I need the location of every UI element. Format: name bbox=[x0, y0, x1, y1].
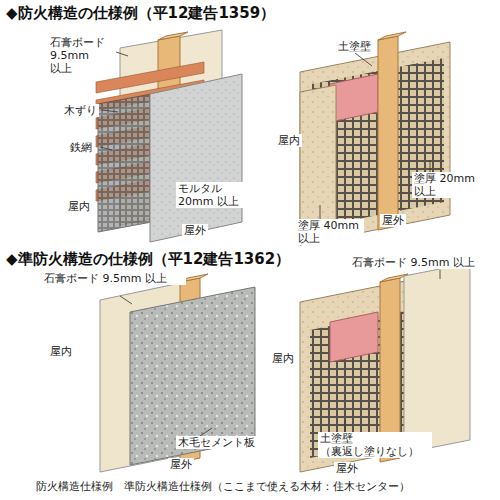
section-heading: ◆防火構造の仕様例（平12建告1359） bbox=[6, 4, 275, 22]
part-label: 土塗壁 bbox=[336, 40, 373, 53]
part-label: 屋内 bbox=[276, 134, 302, 147]
wood-stud bbox=[378, 36, 398, 230]
leader-line bbox=[430, 160, 431, 172]
part-label: 屋外 bbox=[380, 214, 406, 227]
clay-wall bbox=[300, 42, 450, 245]
figure-caption: 防火構造仕様例 準防火構造仕様例（ここまで使える木材：住木センター） bbox=[36, 480, 410, 493]
wood-stud-top bbox=[158, 32, 188, 40]
part-label: 鉄網 bbox=[68, 141, 94, 154]
wood-stud-top bbox=[378, 32, 406, 40]
leader-line bbox=[355, 53, 372, 66]
part-label: 屋内 bbox=[66, 200, 92, 213]
leader-line bbox=[345, 420, 346, 432]
part-label: 屋内 bbox=[48, 345, 74, 358]
mortar-layer bbox=[150, 74, 242, 242]
insulation-layer bbox=[330, 312, 378, 362]
part-label: 屋内 bbox=[270, 352, 296, 365]
insulation-layer bbox=[330, 74, 378, 122]
leader-line bbox=[120, 296, 132, 304]
part-label: 屋外 bbox=[182, 224, 208, 237]
leader-line bbox=[100, 147, 112, 150]
part-label: 木ずり bbox=[62, 104, 99, 117]
section-heading: ◆準防火構造の仕様例（平12建告1362） bbox=[6, 250, 290, 268]
leader-line bbox=[102, 110, 118, 112]
leader-line bbox=[440, 270, 441, 279]
leader-line bbox=[320, 205, 321, 219]
part-label: 石膏ボード 9.5mm 以上 bbox=[350, 256, 494, 269]
part-label: 塗厚 40mm 以上 bbox=[296, 219, 364, 245]
part-label: 屋外 bbox=[168, 458, 194, 471]
part-label: 石膏ボード 9.5mm 以上 bbox=[48, 36, 116, 76]
part-label: 木毛セメント板 bbox=[176, 436, 257, 449]
part-label: 石膏ボード 9.5mm 以上 bbox=[42, 272, 186, 285]
part-label: 塗厚 20mm 以上 bbox=[412, 172, 480, 198]
part-label: 屋外 bbox=[334, 462, 360, 475]
part-label: 土塗壁 （裏返し塗りなし） bbox=[318, 432, 432, 458]
gypsum-board bbox=[404, 263, 470, 453]
part-label: モルタル 20mm 以上 bbox=[176, 182, 244, 208]
leader-line bbox=[200, 428, 212, 436]
